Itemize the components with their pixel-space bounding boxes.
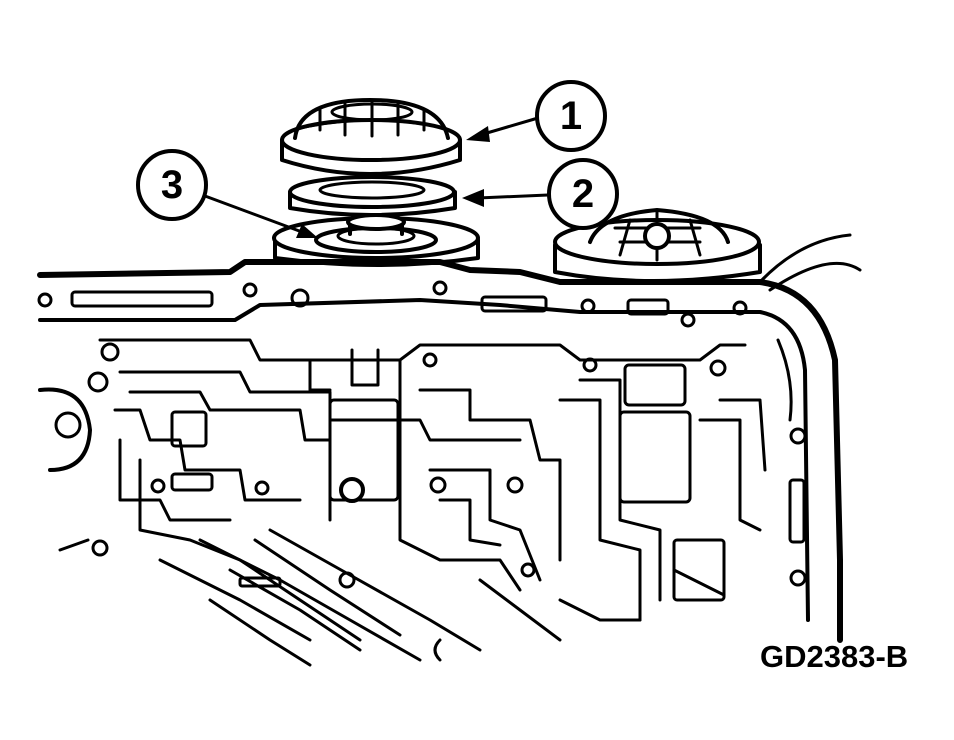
installed-accumulator bbox=[553, 208, 762, 283]
arrowhead-3 bbox=[296, 224, 318, 238]
callout-1-number: 1 bbox=[560, 94, 582, 138]
callout-1: 1 bbox=[535, 80, 607, 152]
accumulator-bore bbox=[272, 213, 480, 267]
valve-body-channels bbox=[38, 338, 767, 667]
callout-3: 3 bbox=[136, 149, 208, 221]
callout-3-number: 3 bbox=[161, 163, 183, 207]
leader-lines bbox=[203, 116, 550, 238]
arrowhead-2 bbox=[462, 189, 484, 207]
callout-2: 2 bbox=[547, 158, 619, 230]
accumulator-piston-with-cap bbox=[280, 98, 462, 176]
valve-body-plate bbox=[37, 233, 862, 643]
arrowhead-1 bbox=[466, 126, 490, 142]
figure-id-label: GD2383-B bbox=[760, 639, 908, 674]
callout-2-number: 2 bbox=[572, 172, 594, 216]
accumulator-spring-seat bbox=[288, 175, 457, 217]
